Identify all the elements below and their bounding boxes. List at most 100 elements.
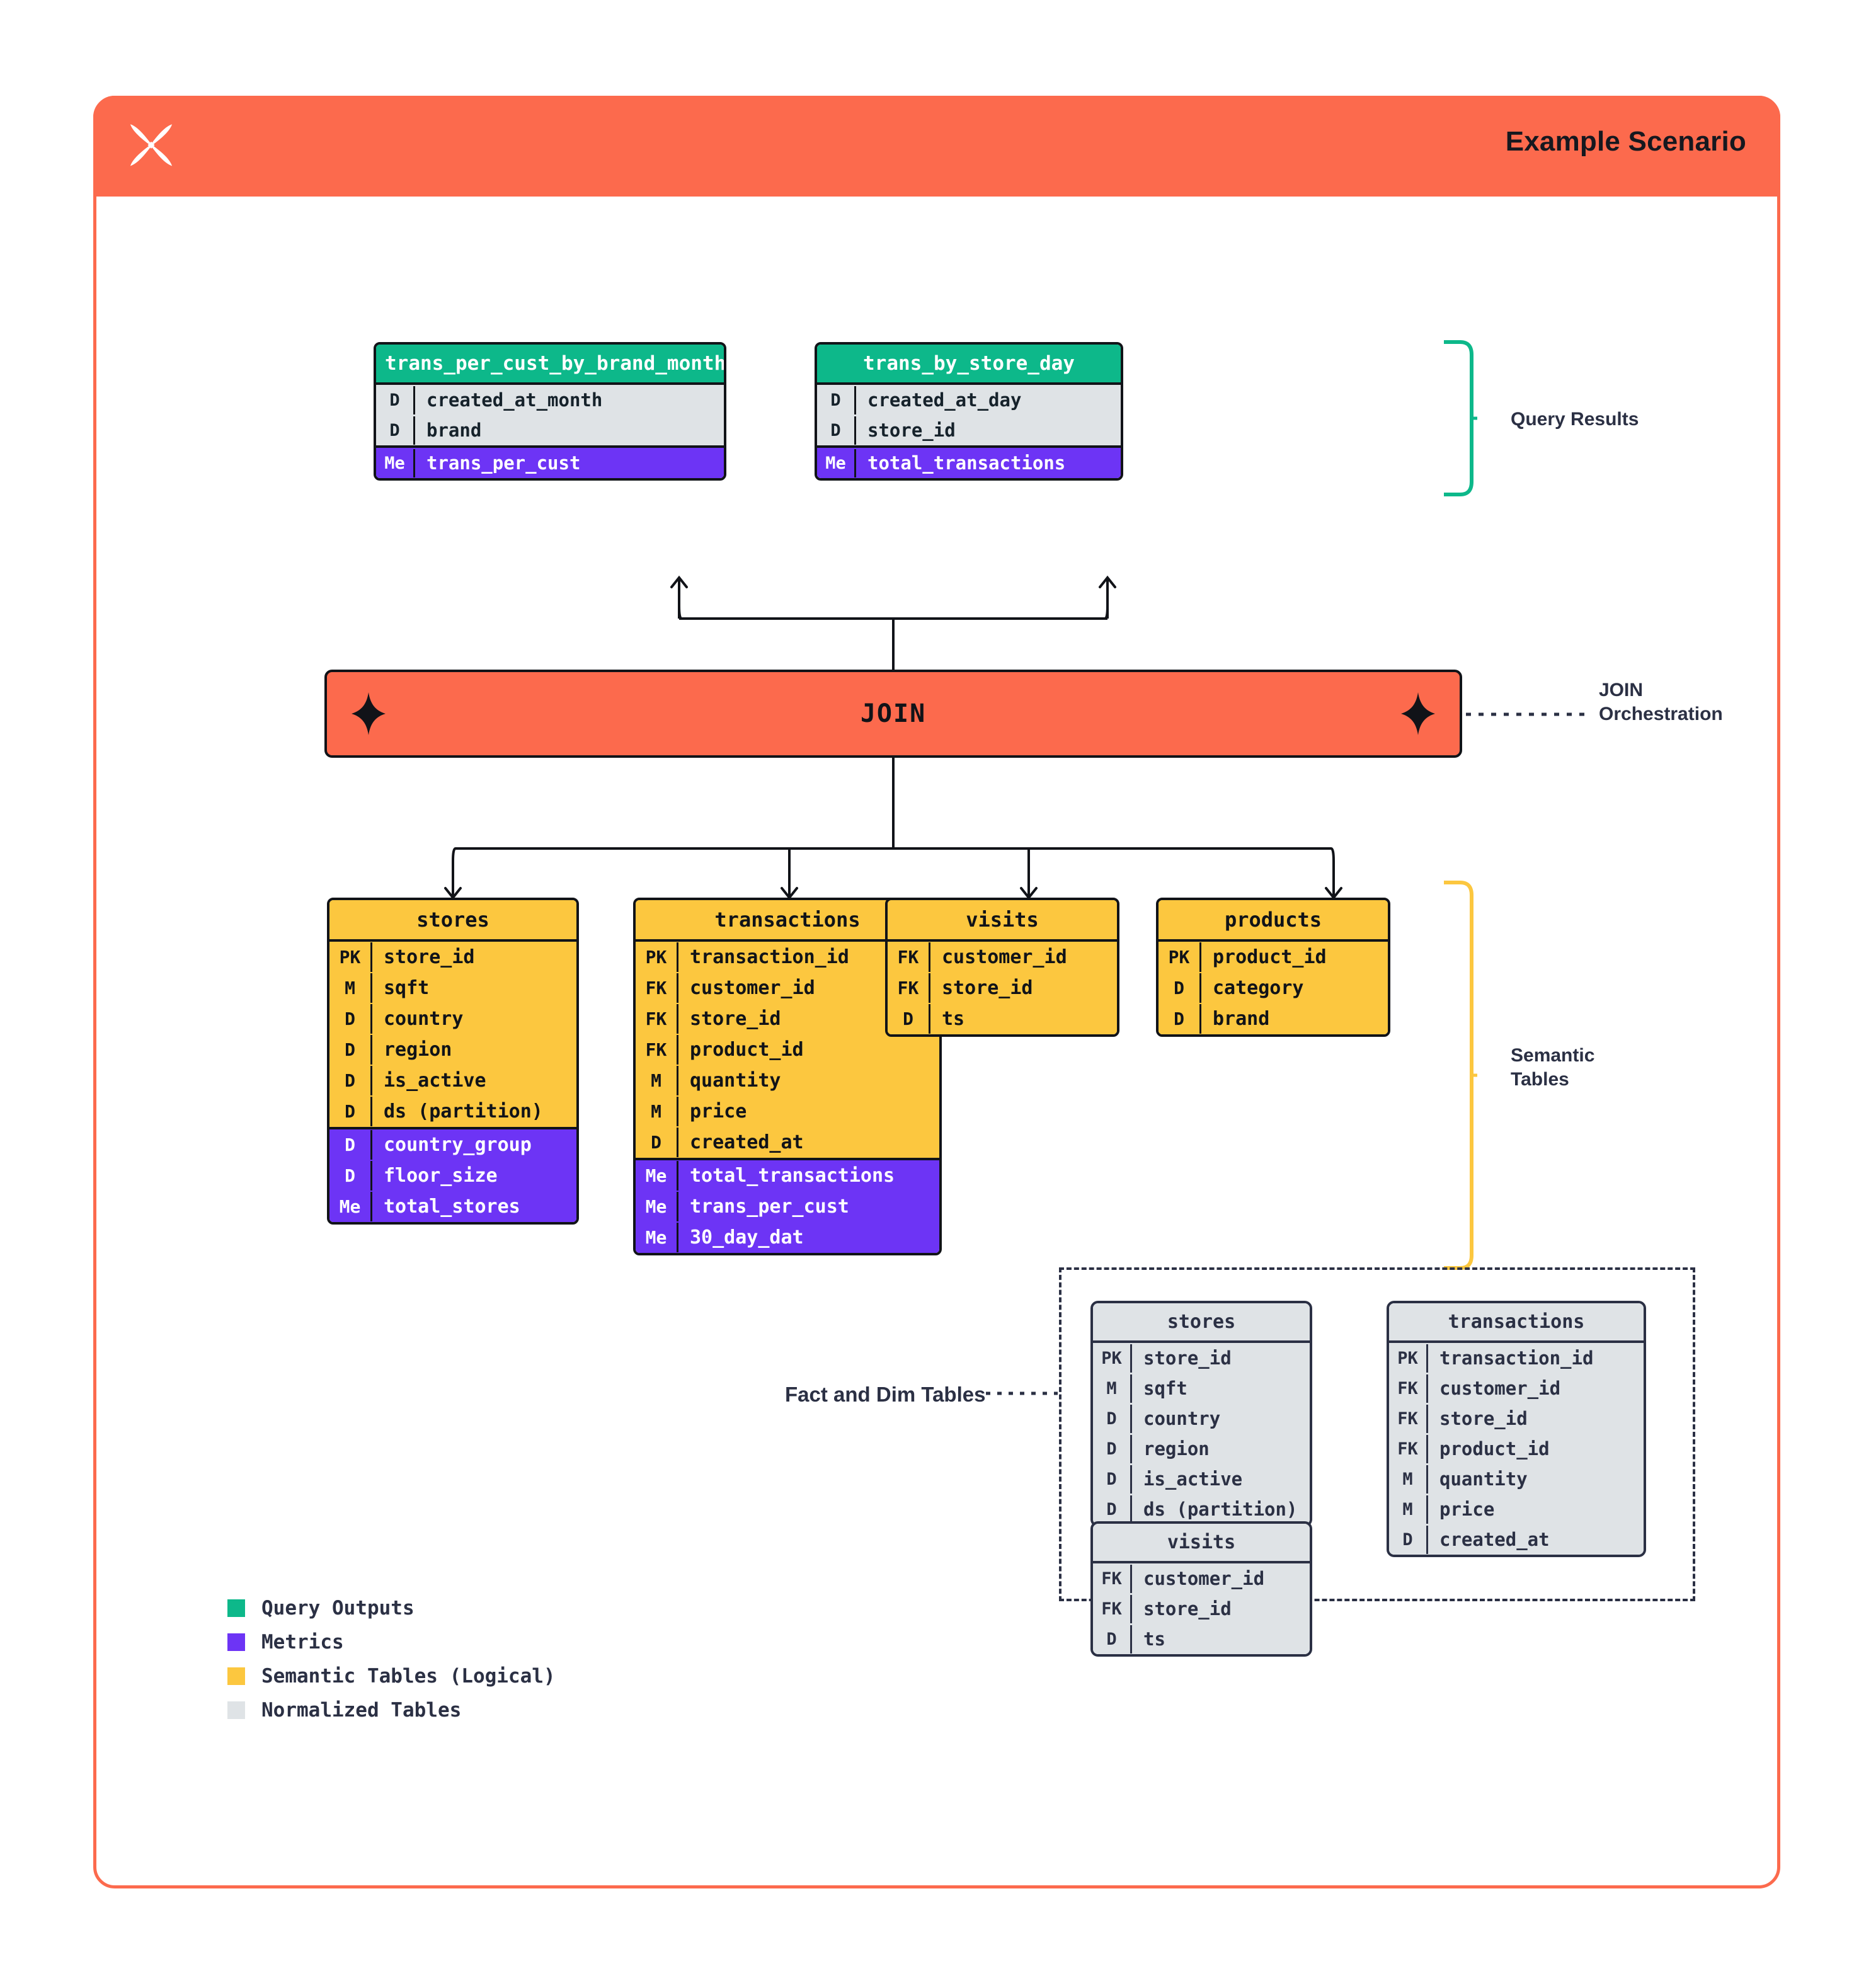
four-point-star-icon <box>1401 692 1435 735</box>
field-name: 30_day_dat <box>690 1226 804 1248</box>
key-badge: D <box>329 1035 372 1065</box>
field-name: country_group <box>384 1134 532 1156</box>
key-badge: D <box>1389 1525 1428 1554</box>
field-name: store_id <box>1143 1598 1232 1620</box>
key-badge: FK <box>888 973 930 1003</box>
key-badge: PK <box>1389 1344 1428 1373</box>
table-row: Me total_transactions <box>817 448 1121 478</box>
annotation-query-results: Query Results <box>1511 409 1639 430</box>
annotation-semantic-tables: Semantic Tables <box>1511 1045 1595 1090</box>
field-name: store_id <box>1439 1408 1528 1429</box>
table-row: FK customer_id <box>888 942 1117 973</box>
field-name: product_id <box>1439 1438 1550 1460</box>
table-title: trans_per_cust_by_brand_month <box>376 345 724 382</box>
field-name: store_id <box>942 977 1033 999</box>
field-name: customer_id <box>1439 1378 1561 1399</box>
table-row: D created_at_month <box>376 385 724 415</box>
field-name: price <box>1439 1499 1495 1520</box>
query-result-table-trans-by-store-day[interactable]: trans_by_store_day D created_at_day D st… <box>815 342 1123 481</box>
key-badge: D <box>1093 1495 1132 1524</box>
key-badge: D <box>329 1066 372 1095</box>
key-badge: D <box>636 1128 678 1157</box>
field-name: sqft <box>384 977 430 999</box>
query-results-bracket <box>1444 340 1479 496</box>
join-label: JOIN <box>860 699 927 728</box>
table-row: Me trans_per_cust <box>376 448 724 478</box>
key-badge: M <box>1389 1495 1428 1524</box>
field-name: price <box>690 1100 747 1123</box>
key-badge: D <box>376 386 415 414</box>
legend-label: Normalized Tables <box>261 1699 462 1722</box>
key-badge: PK <box>1159 942 1201 972</box>
field-name: brand <box>426 420 482 441</box>
table-row: D created_at_day <box>817 385 1121 415</box>
key-badge: D <box>376 416 415 445</box>
table-title: products <box>1159 900 1388 939</box>
table-title: trans_by_store_day <box>817 345 1121 382</box>
field-name: created_at <box>690 1131 804 1153</box>
join-orchestration-bar[interactable]: JOIN <box>324 670 1462 758</box>
key-badge: PK <box>1093 1344 1132 1373</box>
x-mark-logo-icon <box>130 124 173 166</box>
card-header: Example Scenario <box>93 96 1780 197</box>
table-title: transactions <box>1389 1303 1644 1340</box>
key-badge: D <box>329 1097 372 1126</box>
field-name: created_at_month <box>426 389 603 411</box>
field-name: brand <box>1213 1008 1270 1030</box>
key-badge: D <box>888 1004 930 1034</box>
field-name: customer_id <box>1143 1568 1265 1589</box>
legend-item-semantic-tables: Semantic Tables (Logical) <box>227 1665 556 1688</box>
key-badge: M <box>636 1097 678 1126</box>
field-name: total_stores <box>384 1196 520 1218</box>
metrics-section: Me total_transactions <box>817 445 1121 478</box>
legend-item-normalized-tables: Normalized Tables <box>227 1699 556 1722</box>
fact-dim-annotation-leader <box>986 1391 1058 1395</box>
field-name: store_id <box>690 1008 781 1030</box>
legend-label: Metrics <box>261 1631 344 1654</box>
field-name: created_at_day <box>867 389 1022 411</box>
key-badge: FK <box>888 942 930 972</box>
metrics-section: Me trans_per_cust <box>376 445 724 478</box>
legend-swatch-normalized-tables <box>227 1701 245 1719</box>
legend-swatch-metrics <box>227 1633 245 1651</box>
field-name: total_transactions <box>867 452 1066 474</box>
legend-item-metrics: Metrics <box>227 1631 556 1654</box>
key-badge: D <box>329 1130 372 1160</box>
key-badge: M <box>636 1066 678 1095</box>
legend-label: Query Outputs <box>261 1597 415 1620</box>
field-name: category <box>1213 977 1304 999</box>
key-badge: FK <box>1389 1434 1428 1463</box>
query-result-table-trans-per-cust[interactable]: trans_per_cust_by_brand_month D created_… <box>374 342 726 481</box>
field-name: customer_id <box>942 946 1067 968</box>
